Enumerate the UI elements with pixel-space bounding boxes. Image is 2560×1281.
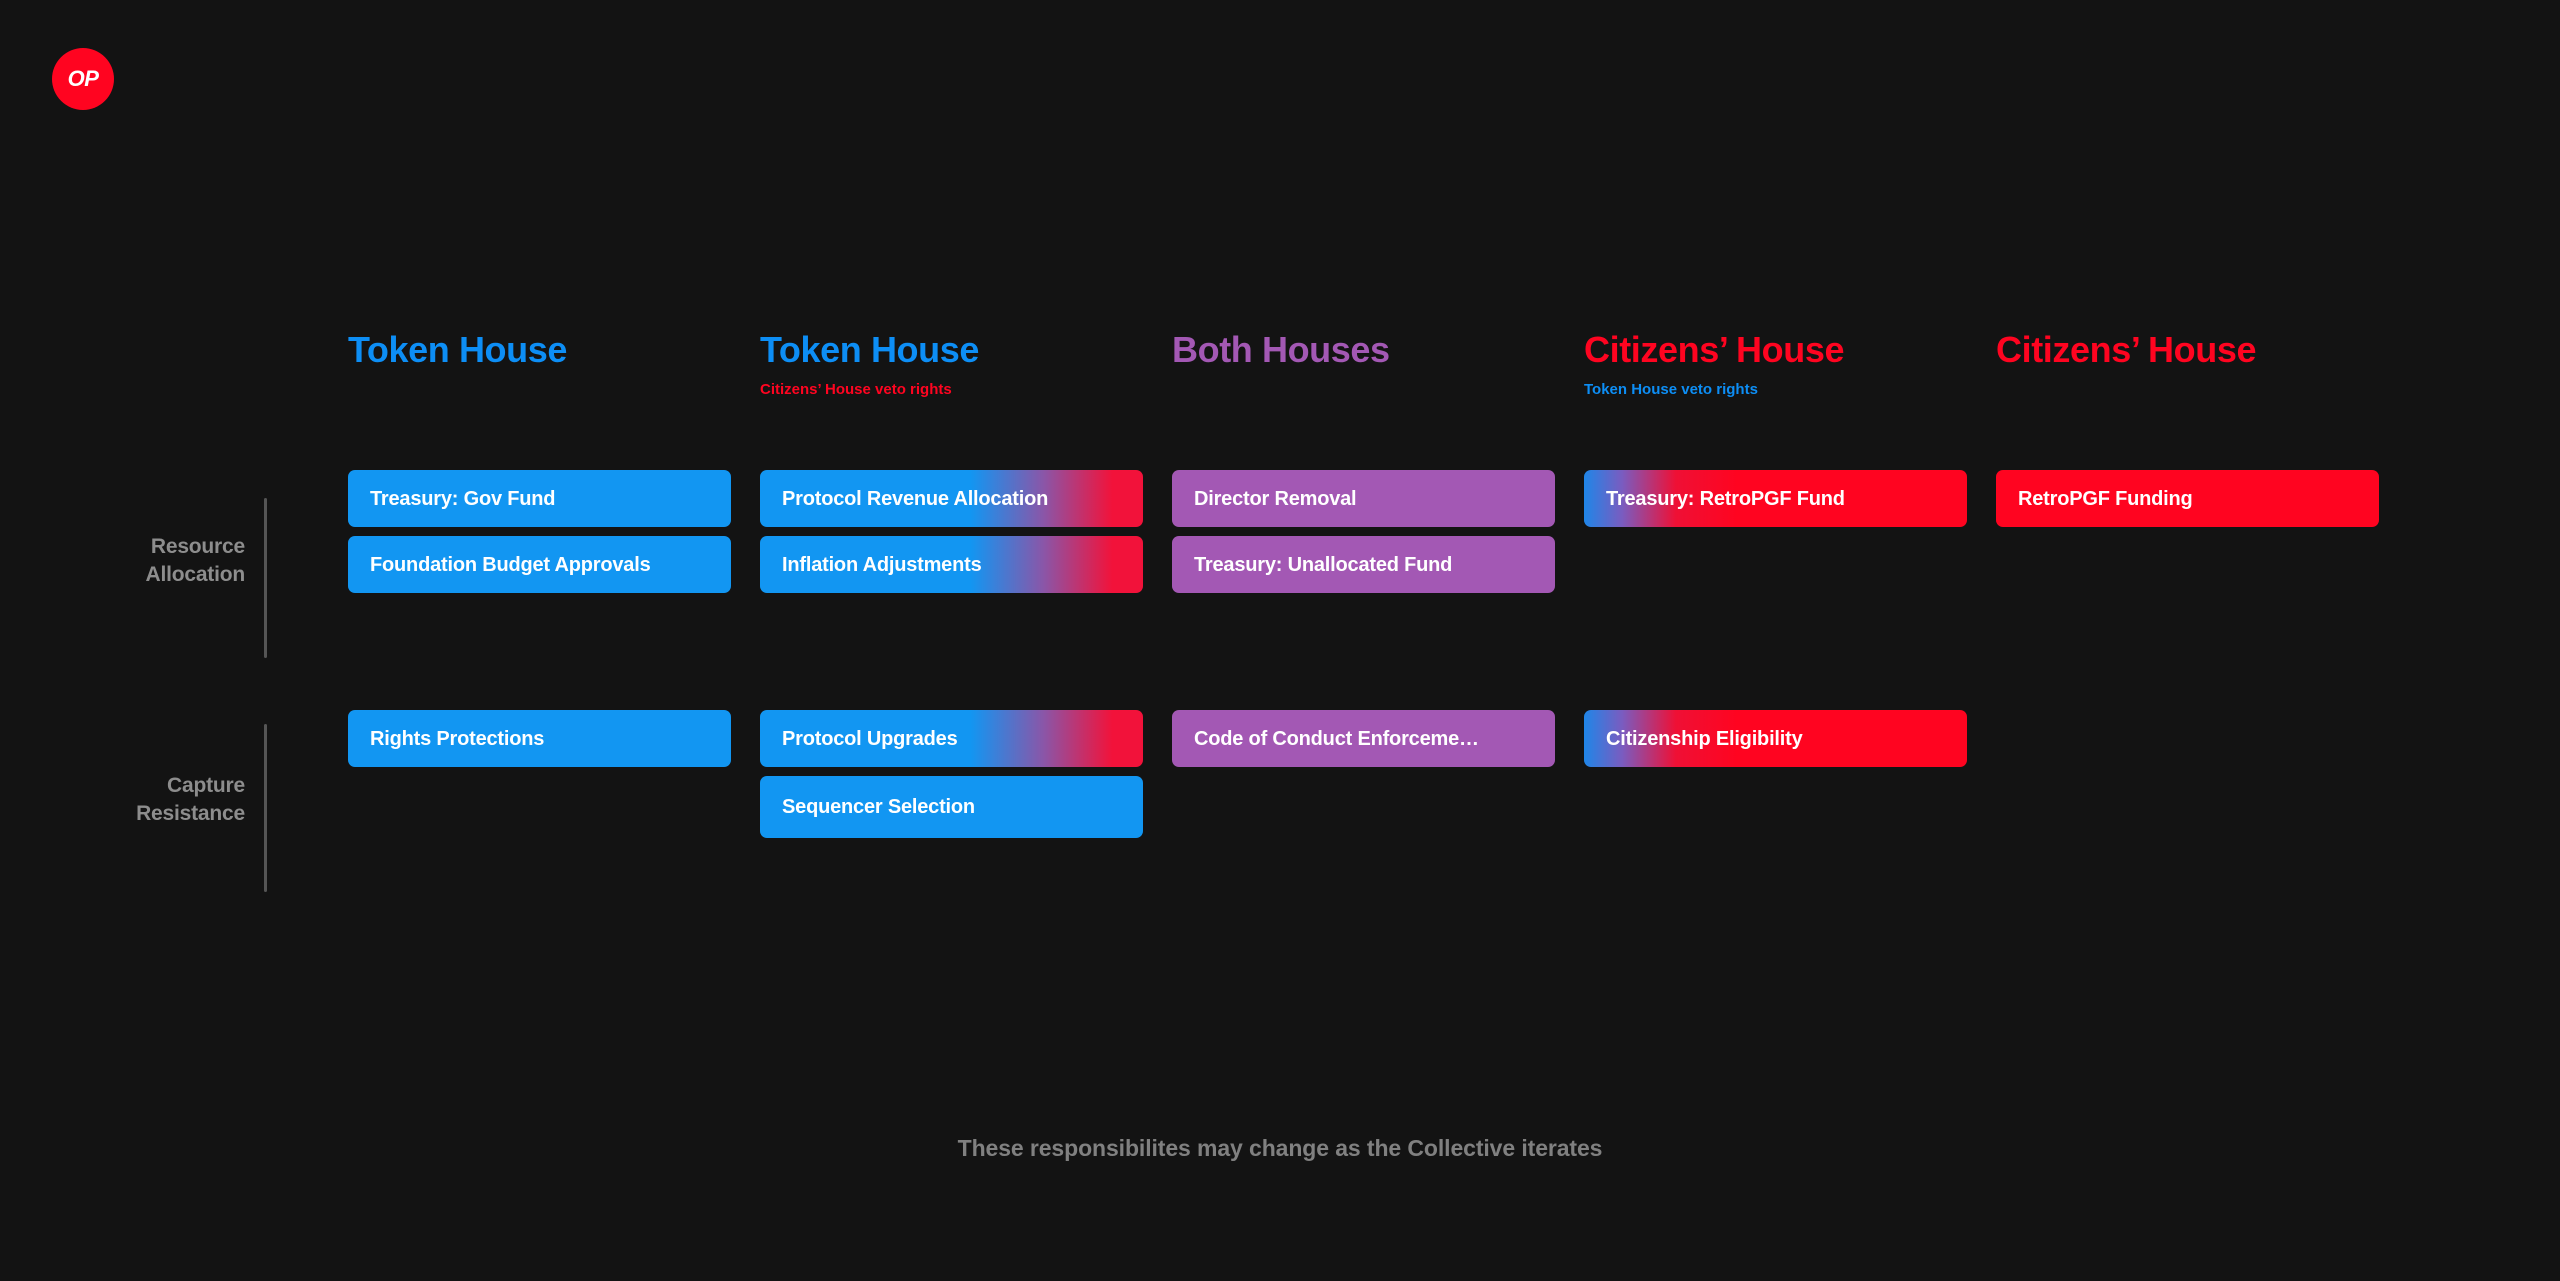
column-title: Token House	[760, 329, 979, 370]
cell-token-house-2-resource: Protocol Revenue Allocation Inflation Ad…	[760, 470, 1143, 642]
matrix-row-resource-allocation: Treasury: Gov Fund Foundation Budget App…	[348, 470, 2412, 642]
column-header-row: Token House Token House Citizens’ House …	[348, 330, 2412, 470]
cell-citizens-house-1-resource: Treasury: RetroPGF Fund	[1584, 470, 1967, 642]
card-treasury-gov-fund[interactable]: Treasury: Gov Fund	[348, 470, 731, 527]
column-title: Citizens’ House	[1996, 329, 2257, 370]
card-inflation-adjustments[interactable]: Inflation Adjustments	[760, 536, 1143, 593]
card-retropgf-funding[interactable]: RetroPGF Funding	[1996, 470, 2379, 527]
cell-both-houses-capture: Code of Conduct Enforceme…	[1172, 710, 1555, 890]
column-header-citizens-house-1: Citizens’ House Token House veto rights	[1584, 330, 1967, 470]
card-code-of-conduct-enforcement[interactable]: Code of Conduct Enforceme…	[1172, 710, 1555, 767]
column-title: Token House	[348, 329, 567, 370]
card-protocol-revenue-allocation[interactable]: Protocol Revenue Allocation	[760, 470, 1143, 527]
card-director-removal[interactable]: Director Removal	[1172, 470, 1555, 527]
card-label: Treasury: RetroPGF Fund	[1606, 488, 1845, 509]
card-label: Inflation Adjustments	[782, 554, 982, 575]
card-label: Treasury: Gov Fund	[370, 488, 556, 509]
card-label: RetroPGF Funding	[2018, 488, 2193, 509]
column-header-token-house-1: Token House	[348, 330, 731, 470]
cell-token-house-2-capture: Protocol Upgrades Sequencer Selection	[760, 710, 1143, 890]
cell-token-house-1-capture: Rights Protections	[348, 710, 731, 890]
column-title: Both Houses	[1172, 329, 1390, 370]
card-label: Citizenship Eligibility	[1606, 728, 1803, 749]
column-subtitle: Token House veto rights	[1584, 380, 1758, 398]
card-label: Treasury: Unallocated Fund	[1194, 554, 1453, 575]
card-label: Sequencer Selection	[782, 797, 975, 817]
card-label: Protocol Upgrades	[782, 728, 958, 749]
cell-citizens-house-2-capture	[1996, 710, 2379, 890]
row-label-capture-resistance: Capture Resistance	[55, 772, 245, 829]
matrix-row-capture-resistance: Rights Protections Protocol Upgrades Seq…	[348, 710, 2412, 890]
row-label-resource-allocation: Resource Allocation	[55, 533, 245, 590]
card-sequencer-selection[interactable]: Sequencer Selection	[760, 776, 1143, 838]
column-subtitle: Citizens’ House veto rights	[760, 380, 952, 398]
row-label-line2: Allocation	[145, 563, 245, 587]
card-label: Rights Protections	[370, 728, 545, 749]
column-header-citizens-house-2: Citizens’ House	[1996, 330, 2379, 470]
row-spacer	[348, 642, 2412, 710]
cell-citizens-house-2-resource: RetroPGF Funding	[1996, 470, 2379, 642]
column-header-both-houses: Both Houses	[1172, 330, 1555, 470]
optimism-logo: OP	[52, 48, 114, 110]
matrix-body: Treasury: Gov Fund Foundation Budget App…	[348, 470, 2412, 890]
row-label-line2: Resistance	[136, 802, 245, 826]
row-divider-resource-allocation	[264, 498, 267, 658]
row-divider-capture-resistance	[264, 724, 267, 892]
card-rights-protections[interactable]: Rights Protections	[348, 710, 731, 767]
card-label: Director Removal	[1194, 488, 1357, 509]
row-label-line1: Resource	[150, 535, 245, 558]
column-title: Citizens’ House	[1584, 329, 1845, 370]
card-protocol-upgrades[interactable]: Protocol Upgrades	[760, 710, 1143, 767]
cell-both-houses-resource: Director Removal Treasury: Unallocated F…	[1172, 470, 1555, 642]
card-label: Foundation Budget Approvals	[370, 554, 651, 575]
card-foundation-budget-approvals[interactable]: Foundation Budget Approvals	[348, 536, 731, 593]
card-citizenship-eligibility[interactable]: Citizenship Eligibility	[1584, 710, 1967, 767]
card-label: Code of Conduct Enforceme…	[1194, 728, 1479, 749]
card-treasury-retropgf-fund[interactable]: Treasury: RetroPGF Fund	[1584, 470, 1967, 527]
row-label-line1: Capture	[167, 774, 245, 797]
column-header-token-house-2: Token House Citizens’ House veto rights	[760, 330, 1143, 470]
matrix: Token House Token House Citizens’ House …	[348, 330, 2412, 890]
optimism-logo-text: OP	[67, 66, 99, 91]
footer-note: These responsibilites may change as the …	[957, 1135, 1603, 1161]
card-treasury-unallocated-fund[interactable]: Treasury: Unallocated Fund	[1172, 536, 1555, 593]
cell-token-house-1-resource: Treasury: Gov Fund Foundation Budget App…	[348, 470, 731, 642]
cell-citizens-house-1-capture: Citizenship Eligibility	[1584, 710, 1967, 890]
card-label: Protocol Revenue Allocation	[782, 488, 1049, 509]
